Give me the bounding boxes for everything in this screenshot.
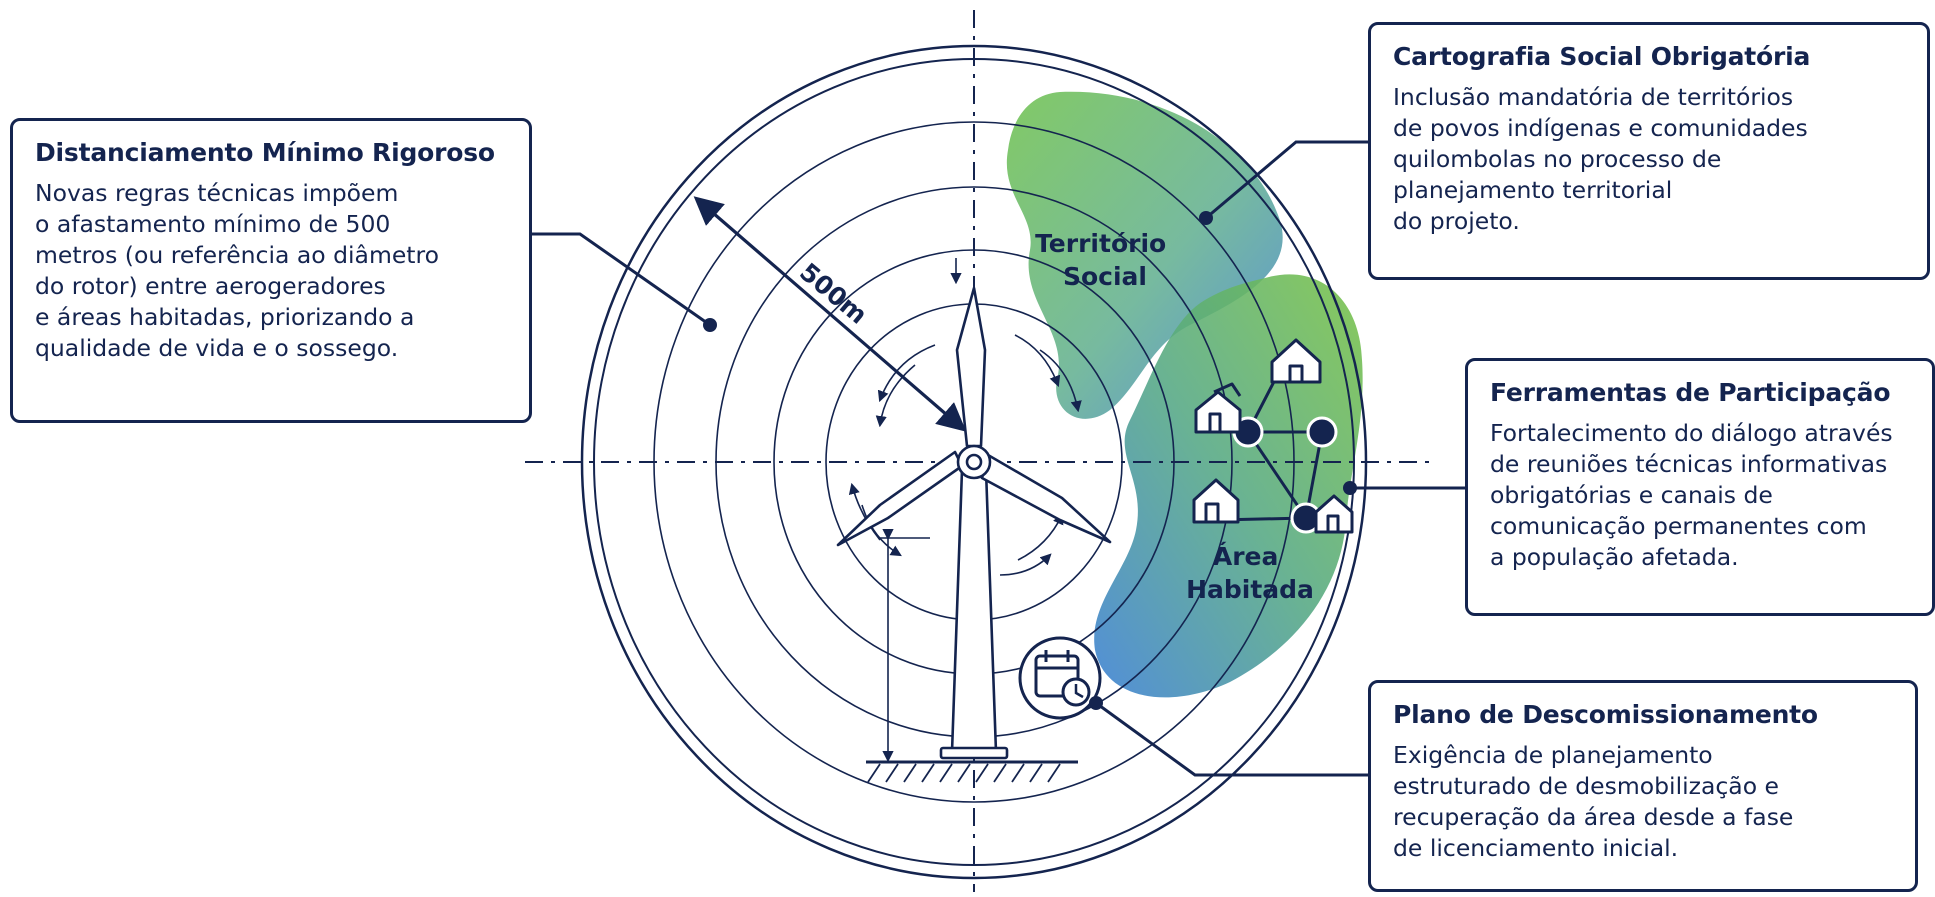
distancing-title: Distanciamento Mínimo Rigoroso: [35, 138, 495, 167]
participation-body: Fortalecimento do diálogo através de reu…: [1490, 419, 1893, 571]
decommission-card: Plano de Descomissionamento Exigência de…: [1368, 680, 1918, 892]
inhabited-area-line-2: Habitada: [1186, 575, 1314, 604]
house-icon: [1194, 382, 1242, 434]
wind-turbine-icon: [836, 286, 1112, 783]
cartography-card: Cartografia Social Obrigatória Inclusão …: [1368, 22, 1930, 280]
house-icon: [1314, 494, 1354, 534]
social-territory-line-1: Território: [1035, 229, 1166, 258]
inhabited-area-label: Área Habitada: [1186, 542, 1314, 604]
leader-dots: [703, 211, 1357, 710]
cartography-title: Cartografia Social Obrigatória: [1393, 42, 1811, 71]
social-territory-label: Território Social: [1035, 229, 1175, 291]
decommission-title: Plano de Descomissionamento: [1393, 700, 1818, 729]
decommission-body: Exigência de planejamento estruturado de…: [1393, 741, 1794, 862]
distancing-card: Distanciamento Mínimo Rigoroso Novas reg…: [10, 118, 532, 423]
participation-title: Ferramentas de Participação: [1490, 378, 1891, 407]
leader-lines: [532, 140, 1465, 777]
participation-card: Ferramentas de Participação Fortalecimen…: [1465, 358, 1935, 616]
cartography-body: Inclusão mandatória de territórios de po…: [1393, 83, 1808, 235]
radius-arrow: [693, 196, 967, 432]
height-dimension: [878, 258, 962, 763]
distancing-body: Novas regras técnicas impõem o afastamen…: [35, 179, 440, 362]
house-icon: [1270, 338, 1322, 384]
calendar-clock-icon: [1018, 636, 1102, 720]
inhabited-area-line-1: Área: [1213, 542, 1279, 571]
house-icon: [1192, 478, 1240, 524]
social-territory-line-2: Social: [1063, 262, 1147, 291]
